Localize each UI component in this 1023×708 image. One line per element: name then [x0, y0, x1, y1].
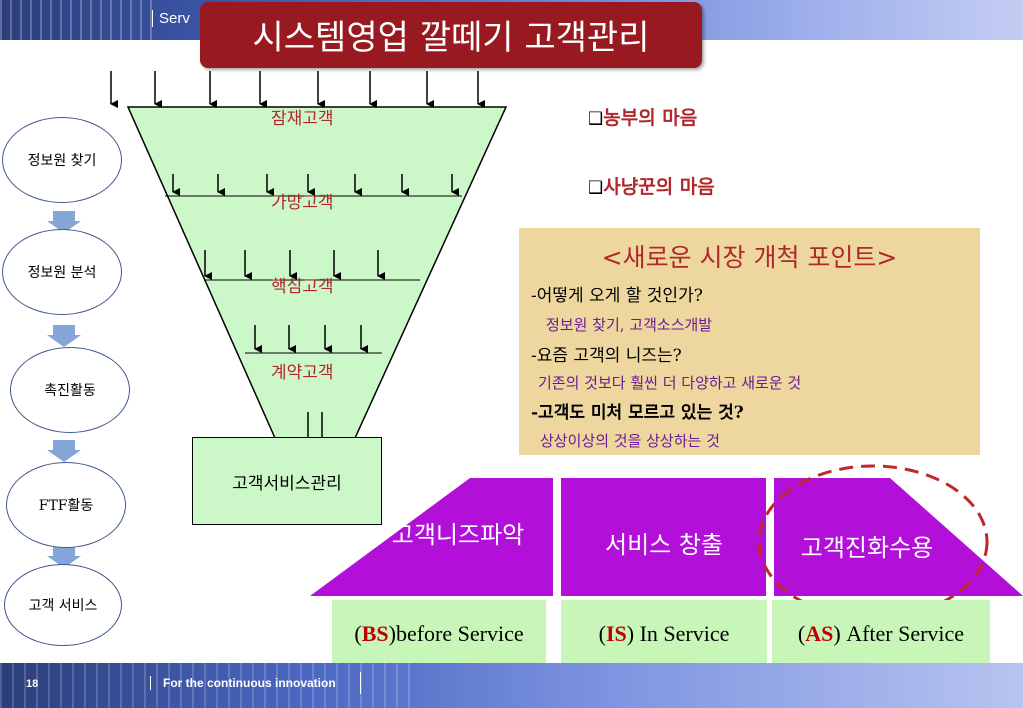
footer-divider — [360, 672, 361, 694]
footer-bar — [0, 663, 1023, 708]
down-arrow-icon — [47, 325, 81, 347]
phase-in-service: (IS) In Service — [561, 600, 767, 668]
input-arrows-level3 — [204, 250, 385, 280]
process-step: 정보원 분석 — [2, 229, 122, 315]
down-arrow-icon — [47, 546, 81, 568]
process-step: 정보원 찾기 — [2, 117, 122, 203]
market-question: -어떻게 오게 할 것인가? — [531, 286, 703, 306]
new-market-panel — [519, 228, 980, 455]
checkbox-icon: ❑ — [588, 178, 604, 198]
process-step: 고객 서비스 — [4, 564, 122, 646]
input-arrows-top — [110, 71, 485, 108]
step-connector-arrows — [47, 211, 81, 568]
highlight-ellipse — [757, 464, 989, 620]
page-title: 시스템영업 깔떼기 고객관리 — [252, 18, 650, 58]
market-answer: 기존의 것보다 훨씬 더 다양하고 새로운 것 — [538, 374, 802, 392]
market-question: -고객도 미처 모르고 있는 것? — [531, 403, 744, 423]
stage-label: 서비스 창출 — [604, 531, 724, 559]
stage-trapezoid — [310, 478, 1023, 596]
customer-service-box: 고객서비스관리 — [192, 437, 382, 525]
mindset-farmer: ❑농부의 마음 — [588, 107, 698, 129]
funnel-level-label: 핵심고객 — [271, 277, 334, 297]
stage-label: 고객니즈파악 — [391, 521, 525, 549]
page-number: 18 — [26, 678, 39, 690]
section-label: Serv — [152, 10, 190, 27]
input-arrows-level2 — [172, 174, 459, 196]
phase-after-service: (AS) After Service — [772, 600, 990, 668]
funnel-level-label: 가망고객 — [271, 193, 334, 213]
checkbox-icon: ❑ — [588, 109, 604, 129]
new-market-title: <새로운 시장 개척 포인트> — [601, 243, 898, 272]
down-arrow-icon — [47, 211, 81, 233]
process-step: FTF활동 — [6, 462, 126, 548]
footer-tagline: For the continuous innovation — [150, 676, 336, 690]
market-answer: 상상이상의 것을 상상하는 것 — [540, 432, 720, 450]
mindset-hunter: ❑사냥꾼의 마음 — [588, 176, 715, 198]
market-question: -요즘 고객의 니즈는? — [531, 346, 682, 366]
process-step: 촉진활동 — [10, 347, 130, 433]
funnel-level-label: 잠재고객 — [271, 109, 334, 129]
market-answer: 정보원 찾기, 고객소스개발 — [546, 316, 713, 334]
input-arrows-level4 — [254, 325, 368, 353]
funnel-level-label: 계약고객 — [271, 363, 334, 383]
phase-before-service: (BS)before Service — [332, 600, 546, 668]
title-banner — [200, 2, 702, 68]
down-arrow-icon — [47, 440, 81, 462]
stage-label: 고객진화수용 — [800, 534, 934, 562]
